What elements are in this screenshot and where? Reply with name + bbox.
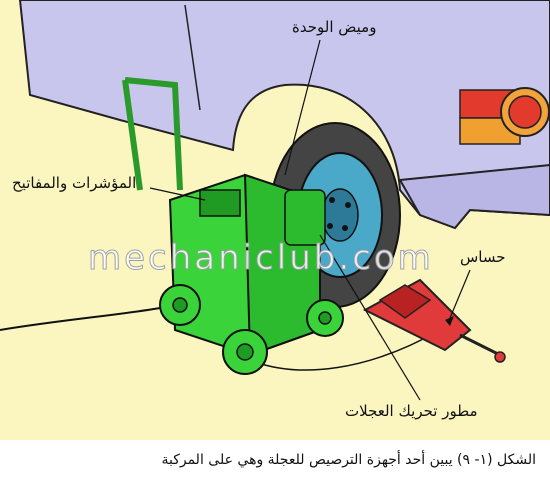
power-cable — [0, 307, 161, 331]
bumper — [398, 163, 550, 230]
tail-light — [459, 87, 550, 145]
leader-flash — [284, 39, 321, 176]
leader-motor — [319, 234, 421, 401]
leader-meters — [149, 187, 206, 201]
car-body — [18, 0, 550, 230]
wheel-balancer-illustration — [0, 0, 550, 440]
sensor-cable — [249, 329, 441, 371]
figure-caption: الشكل (١- ٩) يبين أحد أجهزة الترصيص للعج… — [161, 452, 536, 468]
label-meters-switches: المؤشرات والمفاتيح — [12, 174, 137, 192]
fender-line — [184, 4, 201, 111]
label-sensor: حساس — [460, 248, 506, 266]
leader-sensor-arrow — [445, 316, 454, 326]
jack-stand — [362, 278, 506, 363]
watermark: mechaniclub.com — [88, 238, 434, 279]
balancer-machine — [122, 77, 344, 375]
label-wheel-motor: مطور تحريك العجلات — [345, 402, 478, 420]
label-unit-flash: وميض الوحدة — [292, 18, 377, 36]
leader-sensor — [449, 269, 471, 319]
